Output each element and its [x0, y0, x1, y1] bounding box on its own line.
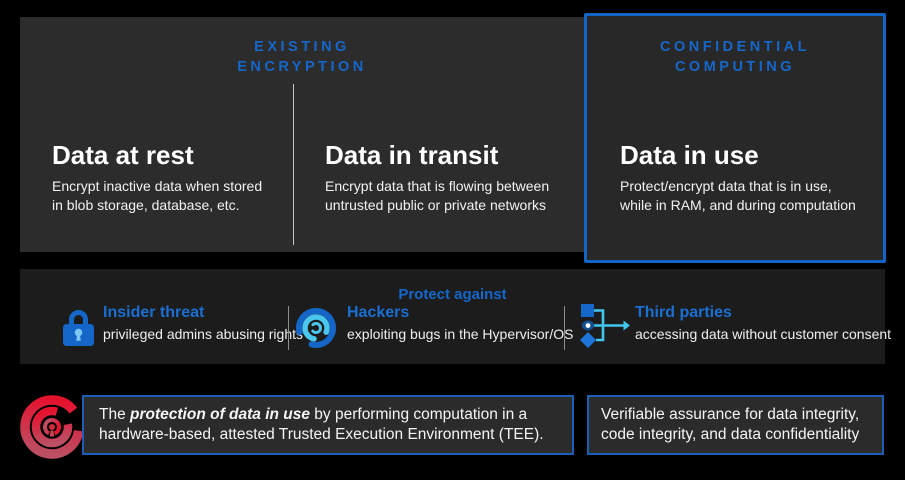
existing-encryption-panel — [20, 17, 584, 252]
hacker-swirl-icon — [295, 307, 337, 354]
existing-encryption-header: EXISTING ENCRYPTION — [20, 37, 584, 77]
data-in-transit-description: Encrypt data that is flowing between unt… — [325, 178, 550, 213]
band-divider — [288, 306, 289, 350]
tee-definition-box: The protection of data in use by perform… — [82, 395, 574, 455]
column-divider — [293, 84, 294, 245]
hackers-desc: exploiting bugs in the Hypervisor/OS — [347, 326, 574, 342]
data-in-transit-title: Data in transit — [325, 140, 499, 170]
protect-against-band — [20, 269, 885, 364]
insider-threat-item: Insider threat privileged admins abusing… — [103, 304, 303, 342]
confidential-computing-logo — [19, 390, 87, 469]
tee-definition-emphasis: protection of data in use — [130, 406, 310, 423]
lock-icon — [60, 308, 97, 353]
header-line: ENCRYPTION — [237, 59, 367, 75]
protect-against-heading: Protect against — [398, 286, 507, 303]
assurance-box: Verifiable assurance for data integrity,… — [587, 395, 884, 455]
insider-threat-label: Insider threat — [103, 304, 205, 321]
third-parties-item: Third parties accessing data without cus… — [635, 304, 891, 342]
hackers-item: Hackers exploiting bugs in the Hyperviso… — [347, 304, 573, 342]
data-at-rest-description: Encrypt inactive data when stored in blo… — [52, 178, 263, 213]
confidential-computing-panel — [584, 13, 886, 263]
tee-definition-line2: hardware-based, attested Trusted Executi… — [99, 426, 544, 443]
band-divider — [564, 306, 565, 350]
insider-threat-desc: privileged admins abusing rights — [103, 326, 303, 342]
third-parties-flow-icon — [580, 302, 631, 354]
hackers-label: Hackers — [347, 304, 410, 321]
confidential-computing-header: CONFIDENTIAL COMPUTING — [584, 37, 886, 77]
assurance-line2: code integrity, and data confidentiality — [601, 426, 860, 443]
tee-definition-line1: The protection of data in use by perform… — [99, 406, 528, 423]
header-line: EXISTING — [254, 39, 350, 55]
third-parties-label: Third parties — [635, 304, 732, 321]
third-parties-desc: accessing data without customer consent — [635, 326, 892, 342]
header-line: COMPUTING — [674, 59, 796, 75]
data-in-use-description: Protect/encrypt data that is in use, whi… — [620, 178, 856, 213]
assurance-line1: Verifiable assurance for data integrity, — [601, 406, 860, 423]
data-in-use-title: Data in use — [620, 140, 759, 170]
data-at-rest-title: Data at rest — [52, 140, 194, 170]
header-line: CONFIDENTIAL — [660, 39, 810, 55]
